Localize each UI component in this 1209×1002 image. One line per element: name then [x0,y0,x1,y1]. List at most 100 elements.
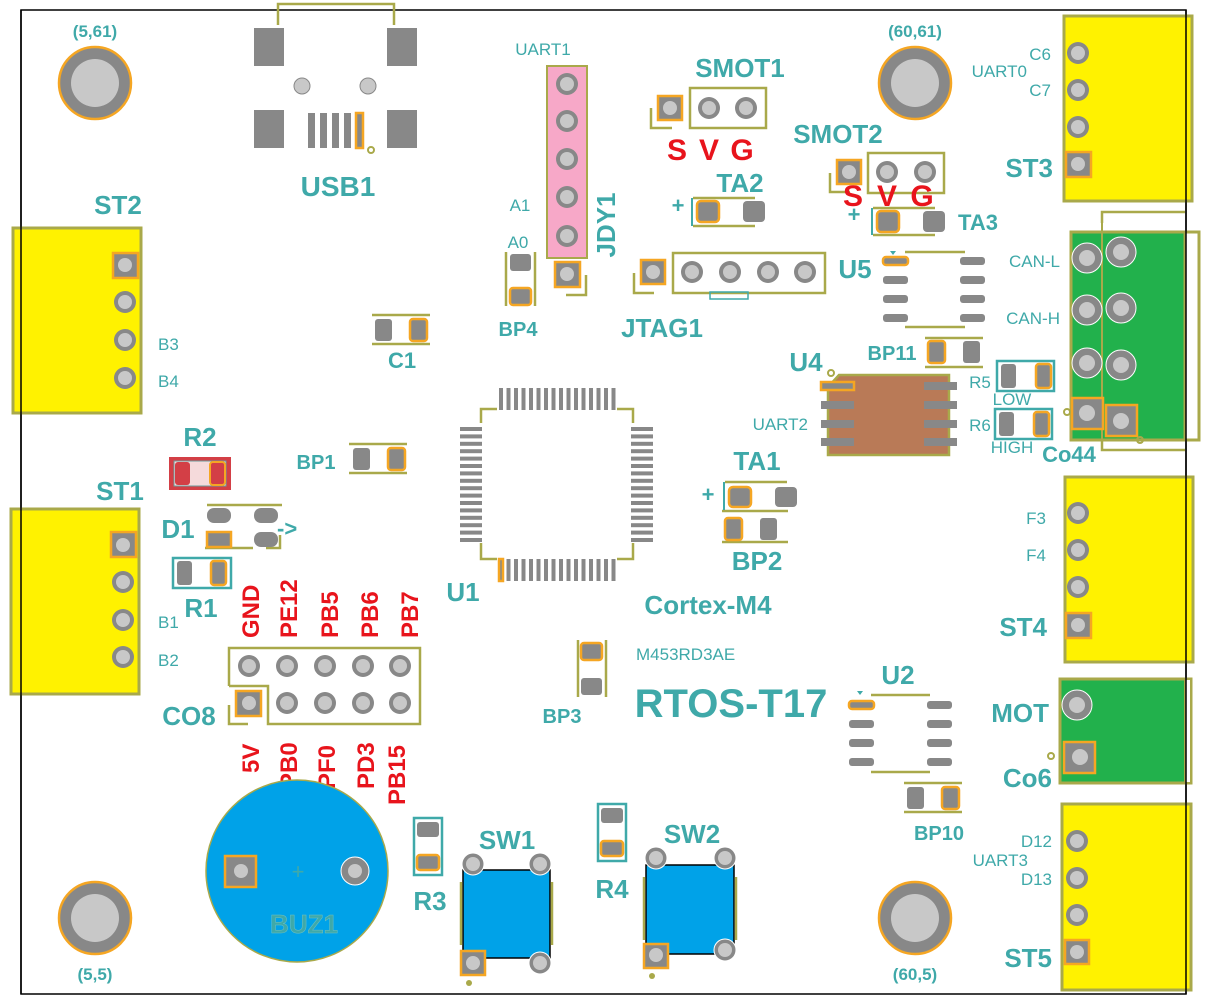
u5-label: U5 [838,254,871,284]
net-f3: F3 [1026,509,1046,528]
ta2-label: TA2 [716,168,763,198]
bp1-pad [349,442,407,475]
usb1-label: USB1 [301,171,376,202]
jdy1-header [546,65,588,297]
u4-chip [819,373,957,457]
st2-connector [11,226,143,415]
st4-connector [1063,475,1195,664]
u1-pin-top [521,388,526,410]
hole-label-top-left: (5,61) [73,22,117,41]
u1-pin-left [460,493,482,498]
smot1-pin-v: V [699,134,719,167]
net-uart0: UART0 [972,62,1027,81]
smot2-pin-s: S [843,180,863,213]
net-f4: F4 [1026,546,1046,565]
ta1-capacitor [722,480,797,513]
r2-label: R2 [183,422,216,452]
smot2-pin-g: G [910,180,933,213]
u1-pin-top [604,388,608,410]
st3-connector [1062,14,1194,203]
bp2-label: BP2 [732,546,783,576]
co44-label: Co44 [1042,442,1097,467]
u1-pin-right [631,493,653,498]
sw1-button[interactable] [459,852,554,986]
co6-motor-connector [1047,677,1193,785]
u1-pin-left [460,456,482,461]
bp2-pad [722,516,788,544]
st5-label: ST5 [1004,943,1052,973]
u1-pin-top [596,388,601,410]
co8-pin-pb5: PB5 [317,591,344,638]
ta1-plus: + [702,482,715,507]
u5-chip [881,250,985,329]
bp10-label: BP10 [914,823,964,845]
u1-pin-top [506,388,511,410]
u1-mcu-chip [460,388,653,583]
mounting-hole-top-left [57,45,133,121]
net-b1: B1 [158,613,179,632]
u1-pin-top [536,388,541,410]
u2-chip [847,691,952,774]
u1-label: U1 [446,577,479,607]
r5-label: R5 [969,373,991,392]
smot1-header [649,86,768,130]
u1-pin-left [460,538,482,542]
hole-label-bottom-right: (60,5) [893,965,937,984]
smot2-label: SMOT2 [793,119,883,149]
u1-pin-left [460,501,482,505]
jdy1-label: JDY1 [591,192,621,257]
st5-connector [1060,802,1193,992]
u1-pin-left [460,530,482,535]
co8-pin-5v: 5V [238,744,265,773]
c1-capacitor [372,313,430,346]
u1-pin-bottom [521,559,526,581]
mounting-hole-bottom-right [877,880,953,956]
u1-pin-right [631,441,653,446]
u1-pin-top [499,388,503,410]
net-low: LOW [993,390,1032,409]
u1-pin-left [460,434,482,439]
co8-label: CO8 [162,701,215,731]
u1-pin-bottom [559,559,563,581]
u1-pin-bottom [566,559,571,581]
buz1-plus: + [292,859,305,884]
co8-pin-pb6: PB6 [357,591,384,638]
u1-pin-left [460,427,482,431]
bp11-label: BP11 [868,343,917,365]
net-b3: B3 [158,335,179,354]
st4-label: ST4 [999,612,1047,642]
u2-label: U2 [881,660,914,690]
co8-pin-pf0: PF0 [314,745,341,789]
jtag1-header [632,251,827,300]
u1-pin-bottom [536,559,541,581]
u1-pin-top [551,388,556,410]
u1-pin-right [631,478,653,483]
co8-pin-pd3: PD3 [353,742,380,789]
net-can-h: CAN-H [1006,309,1060,328]
bp3-pad [576,640,608,697]
r1-label: R1 [184,593,217,623]
u1-pin-right [631,449,653,454]
smot2-pin-v: V [877,180,897,213]
u4-label: U4 [789,347,823,377]
net-a1: A1 [510,196,531,215]
u1-pin-bottom [497,557,505,583]
co8-pin-pe12: PE12 [276,579,303,638]
u4-pin1-marker [827,369,835,377]
u1-pin-left [460,508,482,513]
co8-header [227,646,422,726]
u1-pin-right [631,530,653,535]
u1-pin-top [589,388,593,410]
sw2-button[interactable] [642,846,738,979]
u1-pin-top [574,388,578,410]
ta3-plus: + [848,202,861,227]
u1-pin-left [460,464,482,468]
u1-pin-left [460,486,482,491]
u1-pin-right [631,508,653,513]
u1-pin-top [514,388,518,410]
c1-label: C1 [388,348,416,373]
d1-led [205,503,282,550]
u1-pin-bottom [551,559,556,581]
board-title: RTOS-T17 [635,682,828,726]
u1-pin-right [631,464,653,468]
